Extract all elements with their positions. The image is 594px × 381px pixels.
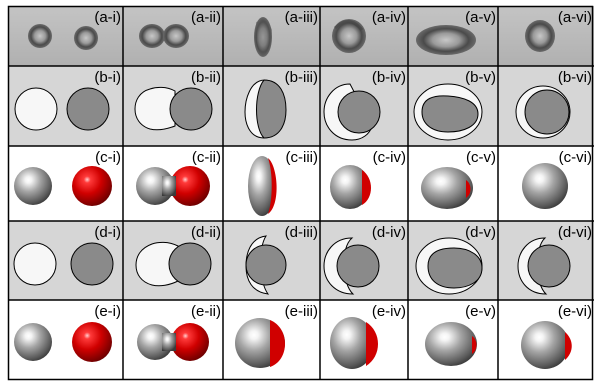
schematic-d-ii — [135, 241, 212, 287]
grid-border — [7, 5, 594, 381]
render-e-iv — [330, 317, 378, 369]
panel-label-e-2: (e-ii) — [191, 303, 221, 320]
panel-label-a-1: (a-i) — [94, 9, 121, 26]
panel-label-c-6: (c-vi) — [559, 149, 592, 166]
render-e-i — [14, 322, 112, 362]
panel-label-b-3: (b-iii) — [285, 69, 318, 86]
panel-label-b-4: (b-iv) — [372, 69, 406, 86]
schematic-b-v — [413, 83, 483, 141]
panel-label-c-1: (c-i) — [95, 149, 121, 166]
panel-labels: (a-i) (a-ii) (a-iii) (a-iv) (a-v) (a-vi) (b-i)… — [94, 9, 592, 320]
panel-grid — [7, 5, 594, 381]
panel-label-e-3: (e-iii) — [285, 303, 318, 320]
render-e-vi — [521, 321, 572, 369]
schematic-d-iii — [245, 235, 287, 295]
render-c-iii — [248, 156, 277, 216]
schematic-b-iii — [244, 79, 287, 139]
panel-label-b-6: (b-vi) — [558, 69, 592, 86]
photo-a-iii-droplet — [254, 17, 272, 57]
panel-label-e-6: (e-vi) — [558, 303, 592, 320]
panel-label-a-4: (a-iv) — [372, 9, 406, 26]
panel-label-e-4: (e-iv) — [372, 303, 406, 320]
render-c-iv — [330, 165, 371, 209]
render-c-v — [421, 167, 473, 209]
panel-label-b-5: (b-v) — [465, 69, 496, 86]
panel-label-a-3: (a-iii) — [285, 9, 318, 26]
panel-label-c-5: (c-v) — [466, 149, 496, 166]
schematic-d-i — [13, 242, 114, 286]
panel-label-a-6: (a-vi) — [558, 9, 592, 26]
row-b-schematics — [14, 79, 571, 141]
panel-label-c-4: (c-iv) — [373, 149, 406, 166]
schematic-d-vi — [517, 237, 571, 295]
row-a-background — [8, 6, 594, 66]
panel-label-d-3: (d-iii) — [285, 224, 318, 241]
photo-a-iv-droplet — [332, 19, 366, 53]
panel-label-d-4: (d-iv) — [372, 224, 406, 241]
row-d-schematics — [13, 235, 571, 295]
render-c-i — [14, 166, 112, 206]
panel-label-c-2: (c-ii) — [192, 149, 221, 166]
photo-a-v-droplet — [416, 25, 476, 55]
render-e-v — [425, 322, 477, 366]
panel-label-e-1: (e-i) — [94, 303, 121, 320]
panel-label-c-3: (c-iii) — [286, 149, 318, 166]
panel-label-e-5: (e-v) — [465, 303, 496, 320]
render-c-vi — [522, 163, 568, 209]
schematic-d-v — [415, 237, 483, 295]
photo-a-vi-droplet — [525, 20, 555, 52]
photo-a-ii-droplets — [139, 24, 189, 48]
render-e-iii — [235, 318, 285, 368]
schematic-b-iv — [323, 83, 381, 141]
render-c-ii — [136, 166, 210, 206]
schematic-b-vi — [515, 85, 571, 139]
row-c-renders — [14, 156, 568, 216]
panel-label-d-5: (d-v) — [465, 224, 496, 241]
panel-label-b-1: (b-i) — [94, 69, 121, 86]
panel-label-a-5: (a-v) — [465, 9, 496, 26]
panel-label-b-2: (b-ii) — [191, 69, 221, 86]
render-e-ii — [137, 323, 209, 361]
panel-label-d-1: (d-i) — [94, 224, 121, 241]
row-e-renders — [14, 317, 572, 369]
schematic-b-i — [14, 87, 110, 131]
photo-a-i-droplets — [28, 24, 98, 50]
panel-label-d-2: (d-ii) — [191, 224, 221, 241]
schematic-d-iv — [323, 237, 380, 295]
panel-label-d-6: (d-vi) — [558, 224, 592, 241]
panel-label-a-2: (a-ii) — [191, 9, 221, 26]
row-a-photos — [28, 17, 555, 57]
schematic-b-ii — [134, 86, 213, 131]
